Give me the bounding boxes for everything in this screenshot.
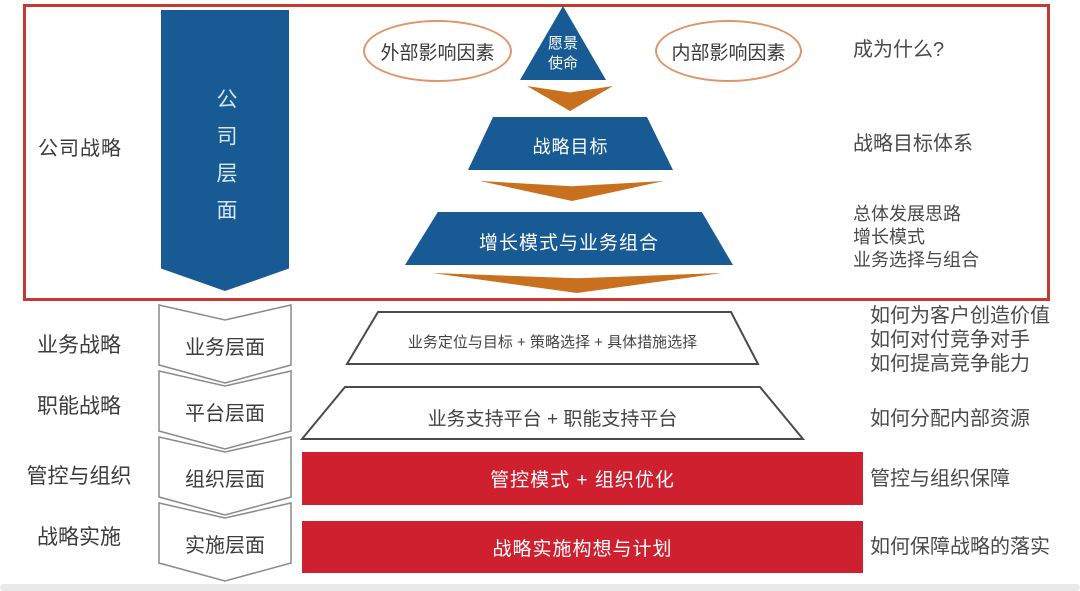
platform-content-trapezoid (300, 386, 805, 440)
governance-red-bar: 管控模式 + 组织优化 (302, 452, 863, 505)
note-implementation: 如何保障战略的落实 (870, 536, 1050, 558)
layer-chevron-business (158, 304, 292, 384)
corporate-strategy-frame (23, 4, 1050, 301)
strategic-goal-trapezoid (468, 117, 673, 170)
platform-content-label: 业务支持平台 + 职能支持平台 (427, 409, 678, 430)
implementation-red-bar: 战略实施构想与计划 (302, 521, 863, 573)
note-governance: 管控与组织保障 (870, 468, 1010, 490)
layer-label-business: 业务层面 (185, 337, 265, 359)
implementation-content-label: 战略实施构想与计划 (492, 538, 673, 560)
corporate-strategy-label: 公司战略 (38, 138, 122, 160)
layer-label-implementation: 实施层面 (185, 535, 265, 557)
row-label-governance: 管控与组织 (26, 465, 132, 488)
row-label-business-strategy: 业务战略 (37, 334, 121, 357)
business-content-label: 业务定位与目标 + 策略选择 + 具体措施选择 (407, 334, 698, 351)
governance-content-label: 管控模式 + 组织优化 (490, 470, 675, 491)
growth-model-trapezoid (405, 212, 733, 265)
note-platform: 如何分配内部资源 (870, 408, 1030, 430)
bottom-divider (0, 584, 1080, 591)
note-become-what: 成为什么? (853, 39, 945, 61)
strategic-goal-label: 战略目标 (532, 137, 609, 157)
business-content-trapezoid (345, 311, 760, 365)
row-label-implementation: 战略实施 (37, 526, 121, 549)
internal-factors-oval: 内部影响因素 (655, 20, 802, 82)
layer-label-organization: 组织层面 (185, 469, 265, 491)
note-growth-details: 总体发展思路 增长模式 业务选择与组合 (853, 204, 979, 270)
layer-chevron-organization (158, 436, 292, 516)
layer-chevron-implementation (158, 502, 292, 582)
external-factors-label: 外部影响因素 (380, 42, 495, 64)
external-factors-oval: 外部影响因素 (363, 20, 512, 82)
row-label-functional-strategy: 职能战略 (37, 395, 121, 418)
vision-mission-label: 愿景 使命 (547, 35, 578, 72)
internal-factors-label: 内部影响因素 (671, 42, 786, 64)
growth-model-label: 增长模式与业务组合 (478, 233, 659, 254)
layer-label-platform: 平台层面 (185, 403, 265, 425)
company-layer-banner-label: 公司层面 (214, 88, 237, 236)
company-layer-banner-arrow (161, 10, 289, 291)
note-business: 如何为客户创造价值 如何对付竞争对手 如何提高竞争能力 (870, 305, 1050, 375)
layer-chevron-platform (158, 370, 292, 450)
note-goal-system: 战略目标体系 (853, 133, 973, 155)
